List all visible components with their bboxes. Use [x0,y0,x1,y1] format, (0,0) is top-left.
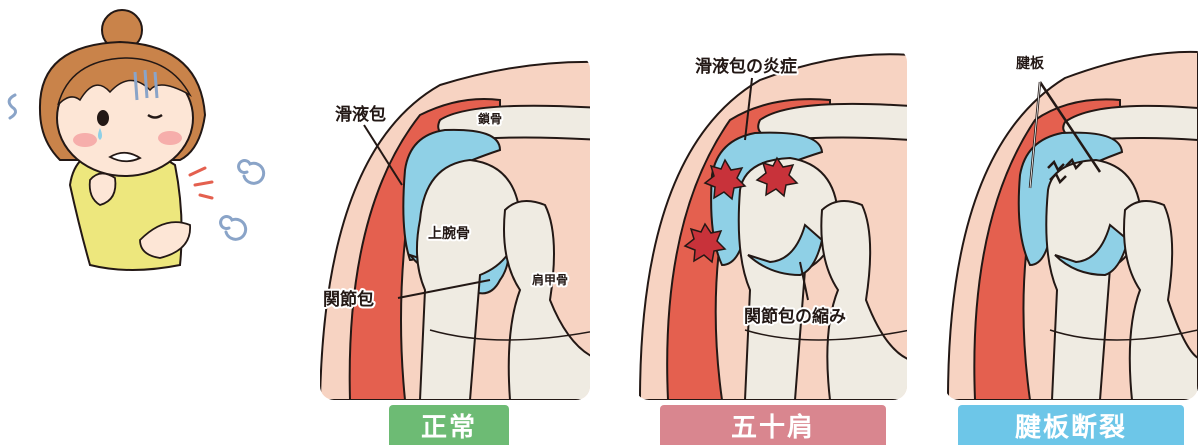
normal-badge-label: 正常 [421,407,477,444]
capsule-label: 関節包 [323,289,374,310]
humerus-label: 上腕骨 [428,225,470,242]
panel-tendon-rupture [945,40,1198,400]
panel-frozen-shoulder [635,48,910,400]
woman-illustration [9,10,264,270]
frozen-shoulder-badge: 五十肩 [660,405,886,445]
clavicle-label: 鎖骨 [478,111,502,126]
contraction-label: 関節包の縮み [744,306,846,327]
normal-badge: 正常 [389,405,509,445]
diagram-canvas: 滑液包 鎖骨 上腕骨 関節包 肩甲骨 滑液包の炎症 関節包の縮み [0,0,1198,405]
tendon-rupture-badge-label: 腱板断裂 [1015,407,1127,444]
bursa-label: 滑液包 [335,104,386,125]
tendon-label: 腱板 [1016,55,1045,72]
frozen-shoulder-badge-label: 五十肩 [731,407,815,444]
scapula-label: 肩甲骨 [532,272,568,287]
inflammation-label: 滑液包の炎症 [695,56,797,77]
tendon-rupture-badge: 腱板断裂 [958,405,1184,445]
